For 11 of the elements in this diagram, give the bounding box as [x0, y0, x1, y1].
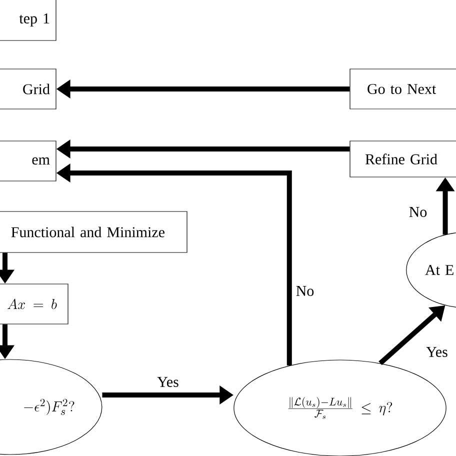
process-box: tep 1 — [0, 0, 56, 41]
process-box: Go to Next — [350, 68, 456, 110]
edge-label: No — [409, 207, 427, 217]
process-box: Functional and Minimize — [0, 211, 188, 253]
process-box: Grid — [0, 68, 56, 110]
process-box: em — [0, 140, 56, 182]
process-box: $Ax = b$ — [0, 284, 68, 324]
edge-label: Yes — [426, 347, 448, 357]
process-box: Refine Grid — [350, 140, 456, 178]
edge-label: No — [296, 286, 314, 296]
edge-label: Yes — [157, 377, 178, 387]
